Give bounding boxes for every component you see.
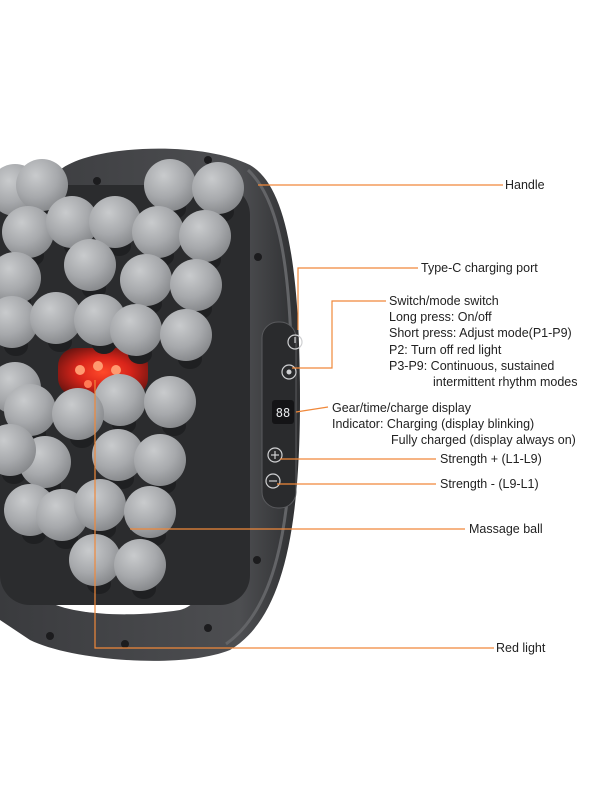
massage-ball (160, 309, 212, 361)
massage-ball (92, 429, 144, 481)
massage-ball (179, 210, 231, 262)
massage-ball (64, 239, 116, 291)
massage-ball (46, 196, 98, 248)
massage-balls (0, 159, 244, 599)
display-label-title: Gear/time/charge display (332, 401, 471, 415)
massage-ball (134, 434, 186, 486)
display-label-line2: Fully charged (display always on) (391, 433, 576, 447)
power-icon[interactable] (287, 334, 303, 350)
switch-label-line4: P3-P9: Continuous, sustained (389, 359, 555, 373)
red-light-label: Red light (496, 641, 546, 655)
switch-label-line5: intermittent rhythm modes (433, 375, 578, 389)
leader-display (295, 406, 329, 413)
switch-label-line1: Long press: On/off (389, 310, 492, 324)
mode-icon[interactable] (281, 364, 297, 380)
massage-ball (74, 479, 126, 531)
massage-ball-label: Massage ball (469, 522, 543, 536)
switch-label-line3: P2: Turn off red light (389, 343, 502, 357)
switch-label-title: Switch/mode switch (389, 294, 499, 308)
massage-ball (132, 206, 184, 258)
minus-icon[interactable] (265, 473, 281, 489)
massage-ball (16, 159, 68, 211)
leader-red-light (94, 380, 494, 649)
strength-minus-label: Strength - (L9-L1) (440, 477, 539, 491)
massage-ball (0, 296, 38, 348)
massage-ball (114, 539, 166, 591)
plus-icon[interactable] (267, 447, 283, 463)
massage-ball (170, 259, 222, 311)
massage-ball (0, 424, 36, 476)
massage-ball (110, 304, 162, 356)
massage-ball (89, 196, 141, 248)
led-display: 88 (272, 400, 294, 424)
massage-ball (124, 486, 176, 538)
handle-label: Handle (505, 178, 545, 192)
display-digits: 88 (276, 406, 290, 420)
massage-ball (192, 162, 244, 214)
leader-typec (297, 267, 418, 330)
massage-ball (0, 252, 41, 304)
leader-switch (292, 300, 386, 369)
massage-ball (30, 292, 82, 344)
strength-plus-label: Strength + (L1-L9) (440, 452, 542, 466)
leader-lines (94, 184, 503, 649)
display-label-line1: Indicator: Charging (display blinking) (332, 417, 535, 431)
massage-ball (144, 159, 196, 211)
screw-holes (46, 156, 262, 648)
massage-ball (144, 376, 196, 428)
massage-ball (4, 384, 56, 436)
massage-ball (52, 388, 104, 440)
switch-label-line2: Short press: Adjust mode(P1-P9) (389, 326, 572, 340)
massage-ball (94, 374, 146, 426)
typec-label: Type-C charging port (421, 261, 538, 275)
massage-ball (120, 254, 172, 306)
massage-ball (2, 206, 54, 258)
